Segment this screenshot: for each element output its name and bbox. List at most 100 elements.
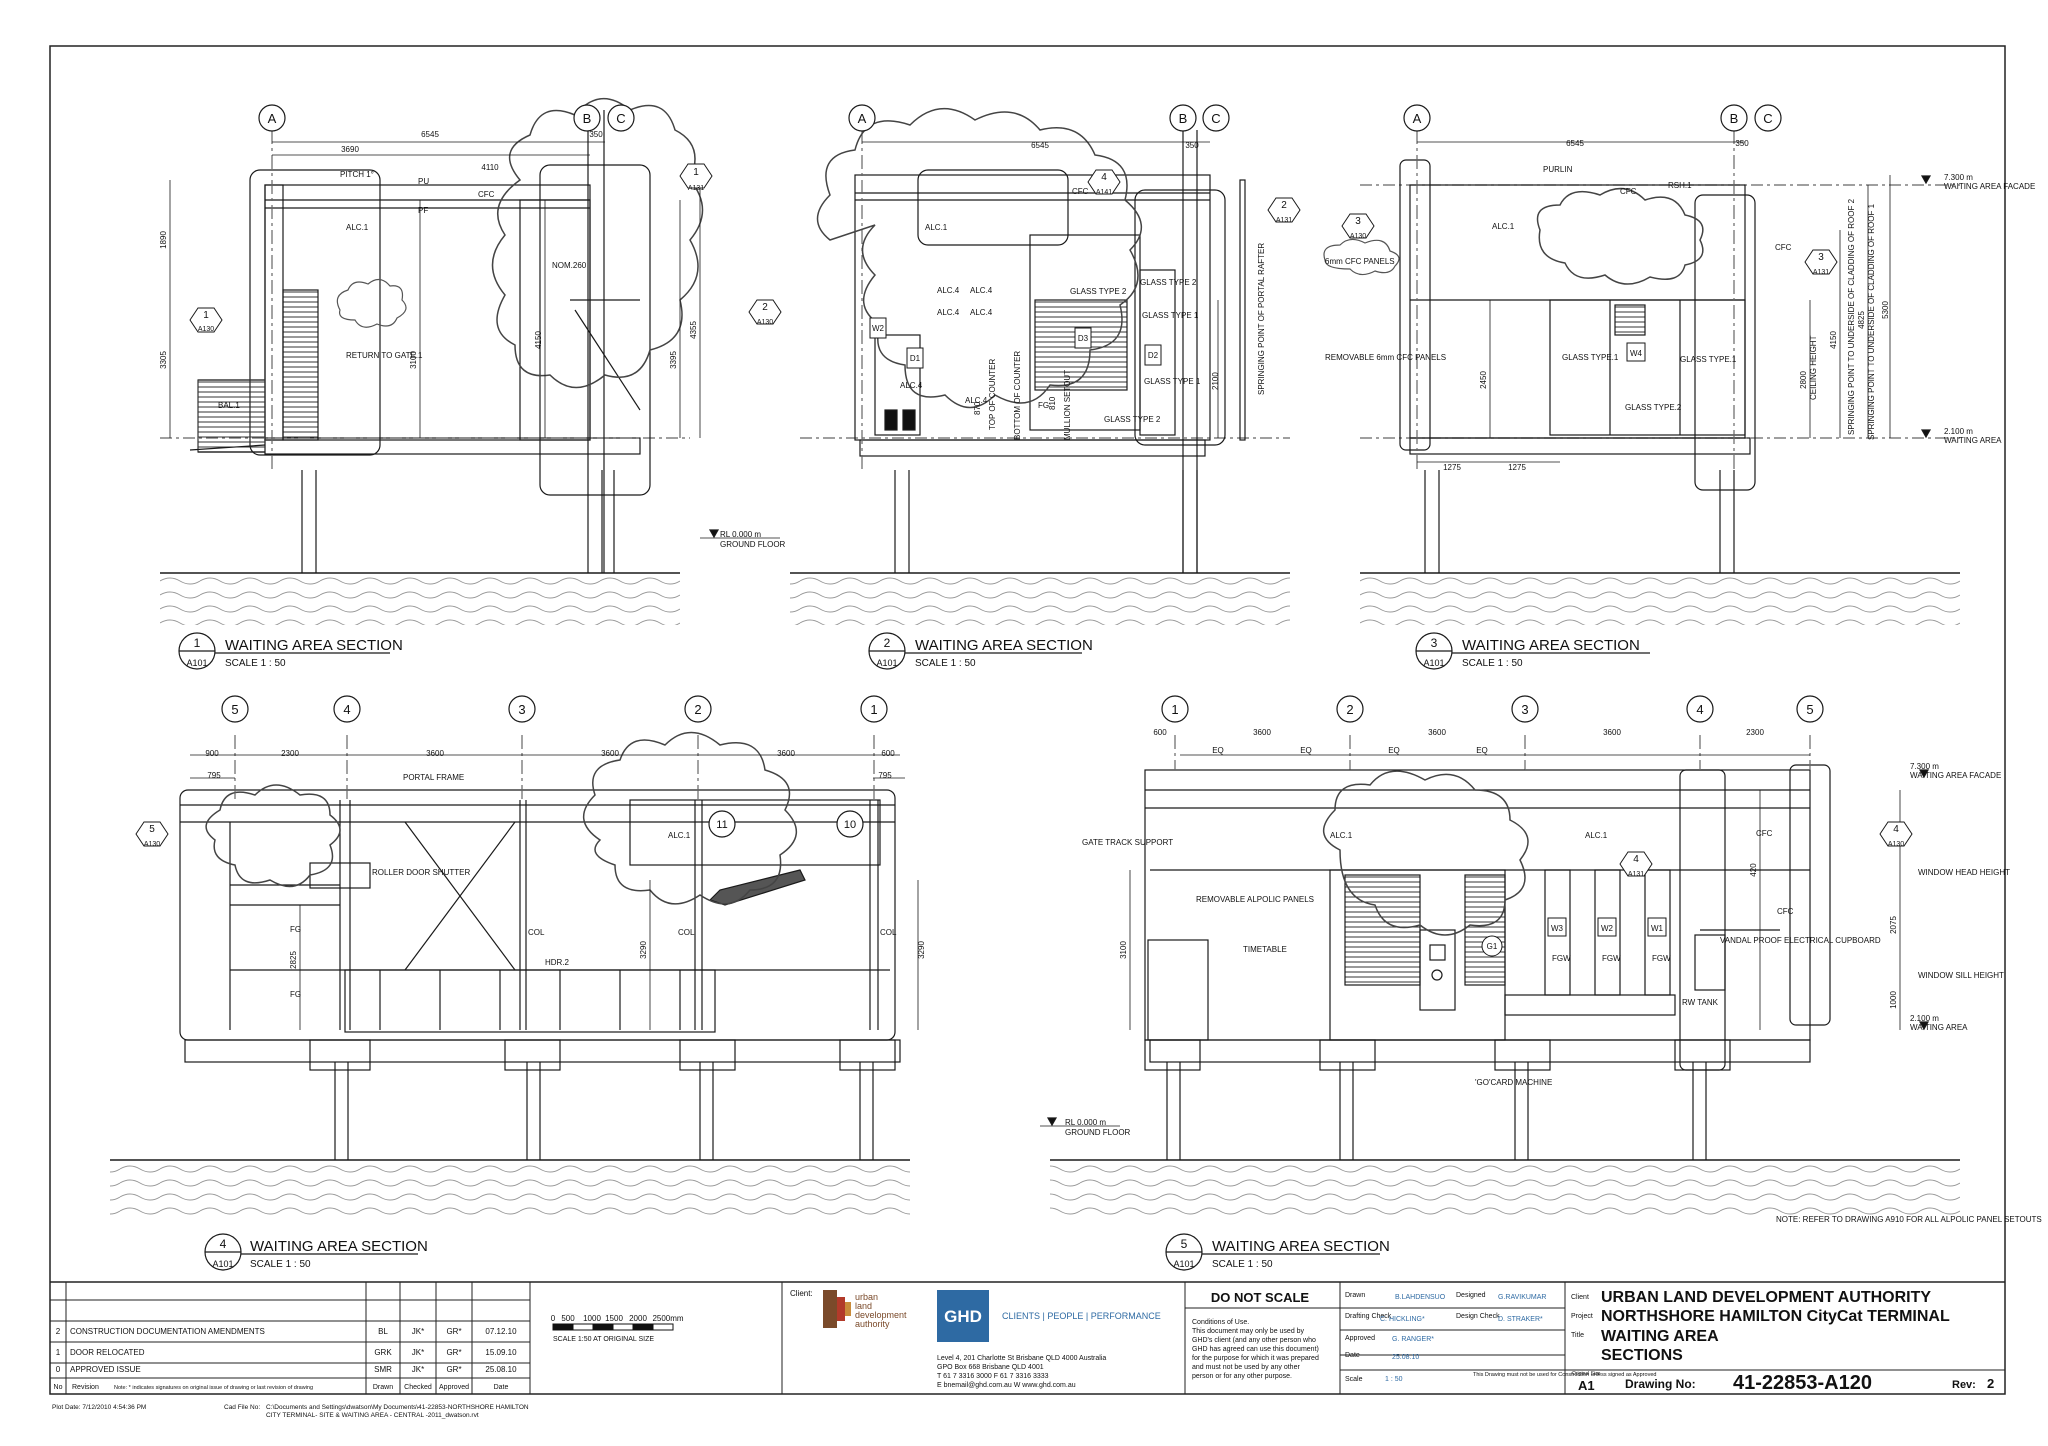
dimension: 1275 [1508, 463, 1526, 472]
project-label: Project [1571, 1313, 1593, 1320]
grid-label: B [1179, 111, 1188, 126]
dimension: 3290 [917, 941, 926, 959]
section-ref: A101 [1423, 658, 1444, 668]
section-number: 4 [220, 1237, 227, 1251]
section-2-drawing [790, 107, 1290, 625]
dimension: 795 [207, 771, 221, 780]
tag: 5 [149, 824, 155, 835]
rev-no: 2 [56, 1327, 61, 1336]
drawing-title: SECTIONS [1601, 1347, 1683, 1364]
dimension: 2800 [1799, 371, 1808, 389]
tag: 4 [1633, 854, 1639, 865]
conditions-line: GHD's client (and any other person who [1192, 1337, 1316, 1344]
label: BAL.1 [218, 401, 240, 410]
label: COL [880, 928, 897, 937]
conditions-line: GHD has agreed can use this document) [1192, 1346, 1319, 1353]
tag: D1 [910, 354, 921, 363]
tag: D3 [1078, 334, 1089, 343]
logo-text: authority [855, 1319, 890, 1329]
grid-label: C [616, 111, 625, 126]
grid-label: 1 [1171, 702, 1178, 717]
conditions-line: for the purpose for which it was prepare… [1192, 1355, 1319, 1362]
section-title: WAITING AREA SECTION [225, 637, 403, 654]
section-scale: SCALE 1 : 50 [1462, 658, 1523, 669]
signoff-label: Drawn [1345, 1292, 1365, 1299]
rev-checked: JK* [412, 1365, 424, 1374]
label: PF [418, 206, 428, 215]
label: ALC.4 [970, 286, 993, 295]
label: CEILING HEIGHT [1809, 335, 1818, 400]
section-number: 5 [1181, 1237, 1188, 1251]
rev-approved: GR* [446, 1365, 461, 1374]
dimension: 870 [973, 401, 982, 415]
dimension: 5300 [1881, 301, 1890, 319]
tag: 3 [1355, 216, 1361, 227]
tag: 4 [1101, 172, 1107, 183]
label: FG [290, 925, 301, 934]
label: GLASS TYPE.1 [1680, 355, 1737, 364]
dimension: 4825 [1857, 311, 1866, 329]
tag: A130 [757, 319, 773, 326]
dimension: 4150 [534, 331, 543, 349]
scale-caption: SCALE 1:50 AT ORIGINAL SIZE [553, 1336, 654, 1343]
signoff-label: Designed [1456, 1292, 1486, 1299]
dimension: 350 [1185, 141, 1199, 150]
section-4-grid-bubbles [221, 695, 888, 838]
note: NOTE: REFER TO DRAWING A910 FOR ALL ALPO… [1776, 1215, 2042, 1224]
rev-header-approved: Approved [439, 1384, 469, 1391]
tag: G1 [1487, 942, 1498, 951]
label: GROUND FLOOR [720, 540, 786, 549]
section-ref: A101 [1173, 1259, 1194, 1269]
label: CFC [1620, 187, 1637, 196]
label: ALC.4 [970, 308, 993, 317]
section-scale: SCALE 1 : 50 [225, 658, 286, 669]
dimension: 3100 [1119, 941, 1128, 959]
label: CFC [1072, 187, 1089, 196]
rev-approved: GR* [446, 1327, 461, 1336]
label: RETURN TO GATE.1 [346, 351, 423, 360]
tag: A131 [1628, 871, 1644, 878]
dimension: 350 [589, 130, 603, 139]
tag: 10 [844, 819, 856, 831]
section-1-drawing [160, 97, 780, 625]
section-number: 3 [1431, 636, 1438, 650]
label: MULLION SETOUT [1063, 370, 1072, 440]
rev-header-no: No [54, 1384, 63, 1391]
level-name: WAITING AREA [1910, 1023, 1968, 1032]
dimension: 2450 [1479, 371, 1488, 389]
rev-label: Rev: [1952, 1379, 1976, 1391]
label: WINDOW HEAD HEIGHT [1918, 868, 2010, 877]
rev-desc: APPROVED ISSUE [70, 1365, 141, 1374]
grid-label: C [1763, 111, 1772, 126]
dimension: 600 [1153, 728, 1167, 737]
label: ALC.4 [965, 396, 988, 405]
section-scale: SCALE 1 : 50 [915, 658, 976, 669]
project-label: Client [1571, 1294, 1589, 1301]
section-5-callouts [1481, 821, 1913, 957]
title-block-frame [50, 1281, 2005, 1394]
dimension: 810 [1048, 396, 1057, 410]
ulda-logo [823, 1290, 851, 1328]
section-title: WAITING AREA SECTION [1462, 637, 1640, 654]
label: GROUND FLOOR [1065, 1128, 1131, 1137]
cad-label: Cad File No: [224, 1404, 260, 1411]
dimension: 3600 [1253, 728, 1271, 737]
label: FGW [1602, 954, 1621, 963]
dimension: 4110 [481, 163, 499, 172]
signoff-value: 1 : 50 [1385, 1376, 1403, 1383]
conditions-line: Conditions of Use. [1192, 1319, 1249, 1326]
section-1-grid-bubbles [258, 104, 635, 132]
dimension: 3690 [341, 145, 359, 154]
sheet-border [49, 45, 2006, 1395]
grid-label: C [1211, 111, 1220, 126]
level-value: 2.100 m [1910, 1014, 1939, 1023]
section-3-drawing [1323, 130, 1960, 625]
tag: W3 [1551, 924, 1564, 933]
rev-no: 1 [56, 1348, 61, 1357]
rev-drawn: BL [378, 1327, 388, 1336]
section-ref: A101 [876, 658, 897, 668]
tag: 1 [693, 167, 699, 178]
dimension: 2075 [1889, 916, 1898, 934]
label: PU [418, 177, 429, 186]
label: COL [528, 928, 545, 937]
